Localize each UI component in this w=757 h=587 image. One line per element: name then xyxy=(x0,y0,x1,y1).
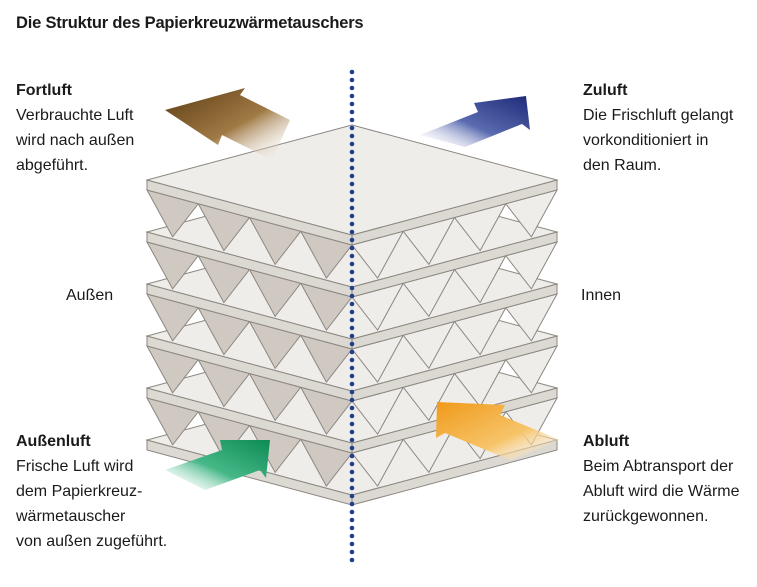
divider-dot xyxy=(349,365,355,371)
divider-dot xyxy=(349,277,355,283)
divider-dot xyxy=(349,101,355,107)
fortluft-line-2: wird nach außen xyxy=(16,132,135,149)
divider-dot xyxy=(349,341,355,347)
divider-dot xyxy=(349,453,355,459)
divider-dot xyxy=(349,405,355,411)
divider-dot xyxy=(349,389,355,395)
plate-stack xyxy=(145,124,559,506)
center-divider xyxy=(349,69,355,563)
divider-dot xyxy=(349,205,355,211)
fortluft-line-3: abgeführt. xyxy=(16,157,89,174)
divider-dot xyxy=(349,381,355,387)
divider-dot xyxy=(349,69,355,75)
arrow-up-left-icon xyxy=(165,88,290,160)
divider-dot xyxy=(349,397,355,403)
divider-dot xyxy=(349,285,355,291)
divider-dot xyxy=(349,533,355,539)
divider-dot xyxy=(349,317,355,323)
divider-dot xyxy=(349,237,355,243)
divider-dot xyxy=(349,509,355,515)
divider-dot xyxy=(349,461,355,467)
divider-dot xyxy=(349,133,355,139)
fortluft-line-1: Verbrauchte Luft xyxy=(16,107,134,124)
zuluft-line-2: vorkonditioniert in xyxy=(583,132,709,149)
zuluft-line-1: Die Frischluft gelangt xyxy=(583,107,734,124)
divider-dot xyxy=(349,349,355,355)
divider-dot xyxy=(349,221,355,227)
zuluft-line-3: den Raum. xyxy=(583,157,662,174)
divider-dot xyxy=(349,493,355,499)
divider-dot xyxy=(349,485,355,491)
divider-dot xyxy=(349,197,355,203)
divider-dot xyxy=(349,261,355,267)
plate-face xyxy=(145,124,559,236)
divider-dot xyxy=(349,165,355,171)
divider-dot xyxy=(349,429,355,435)
aussenluft-line-2: dem Papierkreuz- xyxy=(16,483,143,500)
side-label-inside: Innen xyxy=(581,287,622,304)
divider-dot xyxy=(349,437,355,443)
divider-dot xyxy=(349,325,355,331)
divider-dot xyxy=(349,269,355,275)
divider-dot xyxy=(349,333,355,339)
divider-dot xyxy=(349,157,355,163)
divider-dot xyxy=(349,253,355,259)
aussenluft-label: Außenluft Frische Luft wird dem Papierkr… xyxy=(16,429,167,554)
divider-dot xyxy=(349,149,355,155)
divider-dot xyxy=(349,309,355,315)
divider-dot xyxy=(349,549,355,555)
divider-dot xyxy=(349,213,355,219)
divider-dot xyxy=(349,93,355,99)
divider-dot xyxy=(349,413,355,419)
divider-dot xyxy=(349,141,355,147)
divider-dot xyxy=(349,293,355,299)
divider-dot xyxy=(349,189,355,195)
aussenluft-line-3: wärmetauscher xyxy=(16,508,126,525)
fortluft-heading: Fortluft xyxy=(16,82,72,99)
abluft-label: Abluft Beim Abtransport der Abluft wird … xyxy=(583,429,740,529)
divider-dot xyxy=(349,357,355,363)
divider-dot xyxy=(349,245,355,251)
divider-dot xyxy=(349,525,355,531)
divider-dot xyxy=(349,181,355,187)
arrow-up-right-icon xyxy=(420,96,530,147)
abluft-line-3: zurückgewonnen. xyxy=(583,508,709,525)
divider-dot xyxy=(349,125,355,131)
abluft-line-1: Beim Abtransport der xyxy=(583,458,734,475)
divider-dot xyxy=(349,557,355,563)
divider-dot xyxy=(349,421,355,427)
divider-dot xyxy=(349,517,355,523)
aussenluft-line-1: Frische Luft wird xyxy=(16,458,134,475)
divider-dot xyxy=(349,229,355,235)
divider-dot xyxy=(349,501,355,507)
divider-dot xyxy=(349,173,355,179)
divider-dot xyxy=(349,109,355,115)
divider-dot xyxy=(349,477,355,483)
fortluft-label: Fortluft Verbrauchte Luft wird nach auße… xyxy=(16,78,134,178)
divider-dot xyxy=(349,117,355,123)
side-label-outside: Außen xyxy=(66,287,114,304)
plate-layer xyxy=(145,124,559,280)
divider-dot xyxy=(349,77,355,83)
zuluft-heading: Zuluft xyxy=(583,82,628,99)
divider-dot xyxy=(349,541,355,547)
arrow-up-left-icon xyxy=(436,402,560,460)
page-title: Die Struktur des Papierkreuzwärmetausche… xyxy=(16,14,364,32)
aussenluft-line-4: von außen zugeführt. xyxy=(16,533,168,550)
abluft-line-2: Abluft wird die Wärme xyxy=(583,483,740,500)
divider-dot xyxy=(349,85,355,91)
divider-dot xyxy=(349,373,355,379)
arrow-up-right-icon xyxy=(165,440,270,490)
aussenluft-heading: Außenluft xyxy=(16,433,91,450)
abluft-heading: Abluft xyxy=(583,433,630,450)
divider-dot xyxy=(349,469,355,475)
divider-dot xyxy=(349,301,355,307)
divider-dot xyxy=(349,445,355,451)
zuluft-label: Zuluft Die Frischluft gelangt vorkonditi… xyxy=(583,78,733,178)
